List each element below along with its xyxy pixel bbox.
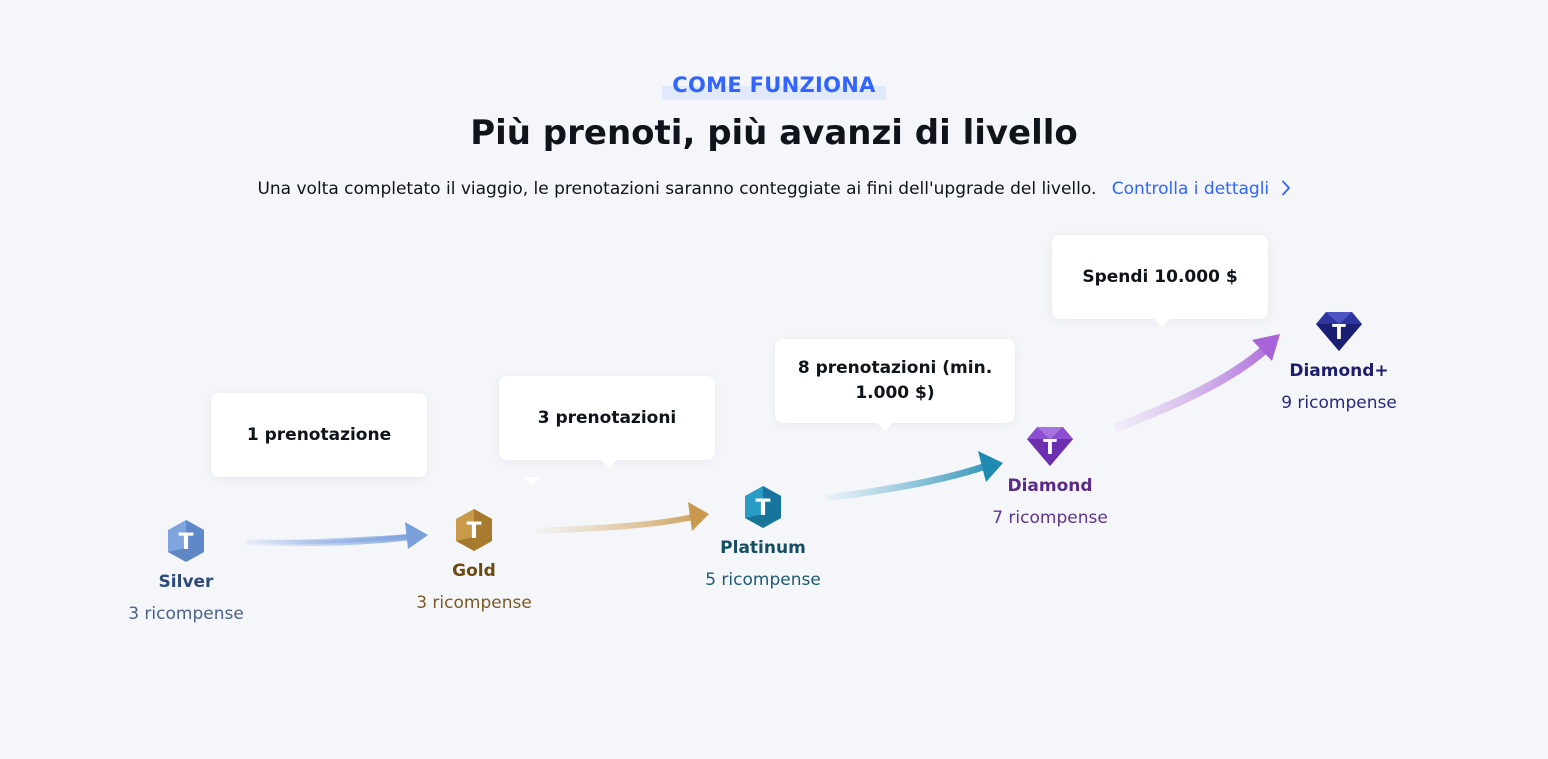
tier-rewards: 3 ricompense (416, 593, 532, 613)
requirement-card-gold-to-platinum: 3 prenotazioni (499, 376, 715, 468)
tier-rewards: 3 ricompense (128, 604, 244, 624)
requirement-card-silver-to-gold: 1 prenotazione (211, 393, 540, 485)
arrow-platinum-to-diamond (824, 451, 1003, 502)
diamond-badge-icon: T (1027, 427, 1073, 466)
tier-platinum: T Platinum 5 ricompense (683, 484, 843, 592)
silver-badge-icon: T (168, 520, 204, 562)
requirement-card-platinum-to-diamond: 8 prenotazioni (min. 1.000 $) (775, 339, 1015, 431)
svg-text:T: T (466, 519, 481, 544)
section-title: Più prenoti, più avanzi di livello (470, 113, 1078, 153)
tier-name: Silver (158, 572, 214, 592)
section-eyebrow: COME FUNZIONA (662, 70, 887, 100)
chevron-right-icon (1281, 178, 1291, 204)
details-link[interactable]: Controlla i dettagli (1112, 179, 1291, 199)
tier-name: Gold (452, 561, 496, 581)
svg-text:T: T (178, 530, 193, 555)
tier-rewards: 5 ricompense (705, 570, 821, 590)
eyebrow-container: COME FUNZIONA (0, 70, 1548, 100)
tier-diamond-plus: T Diamond+ 9 ricompense (1259, 309, 1419, 415)
section-subtitle: Una volta completato il viaggio, le pren… (0, 176, 1548, 204)
requirement-label: Spendi 10.000 $ (1082, 266, 1238, 287)
details-link-label: Controlla i dettagli (1111, 179, 1270, 199)
tier-rewards: 7 ricompense (992, 508, 1108, 528)
diamond-plus-badge-icon: T (1316, 312, 1362, 351)
svg-text:T: T (755, 496, 770, 521)
tier-rewards: 9 ricompense (1281, 393, 1397, 413)
requirement-label: 3 prenotazioni (537, 407, 677, 428)
requirement-label: 1 prenotazione (246, 424, 392, 445)
tier-diamond: T Diamond 7 ricompense (970, 424, 1130, 530)
svg-text:T: T (1043, 435, 1057, 459)
platinum-badge-icon: T (745, 486, 781, 528)
requirement-label: 8 prenotazioni (min. 1.000 $) (797, 358, 993, 403)
tier-silver: T Silver 3 ricompense (106, 518, 266, 626)
subtitle-text: Una volta completato il viaggio, le pren… (257, 179, 1097, 199)
arrow-silver-to-gold (245, 522, 428, 549)
requirement-card-diamond-to-diamondplus: Spendi 10.000 $ (1052, 235, 1268, 327)
svg-text:T: T (1332, 320, 1346, 344)
arrow-diamond-to-diamondplus (1113, 334, 1280, 433)
tier-gold: T Gold 3 ricompense (394, 507, 554, 615)
arrow-gold-to-platinum (535, 502, 709, 534)
tier-name: Platinum (720, 538, 806, 558)
tier-name: Diamond (1007, 476, 1093, 496)
gold-badge-icon: T (456, 509, 492, 551)
tier-name: Diamond+ (1289, 361, 1389, 381)
